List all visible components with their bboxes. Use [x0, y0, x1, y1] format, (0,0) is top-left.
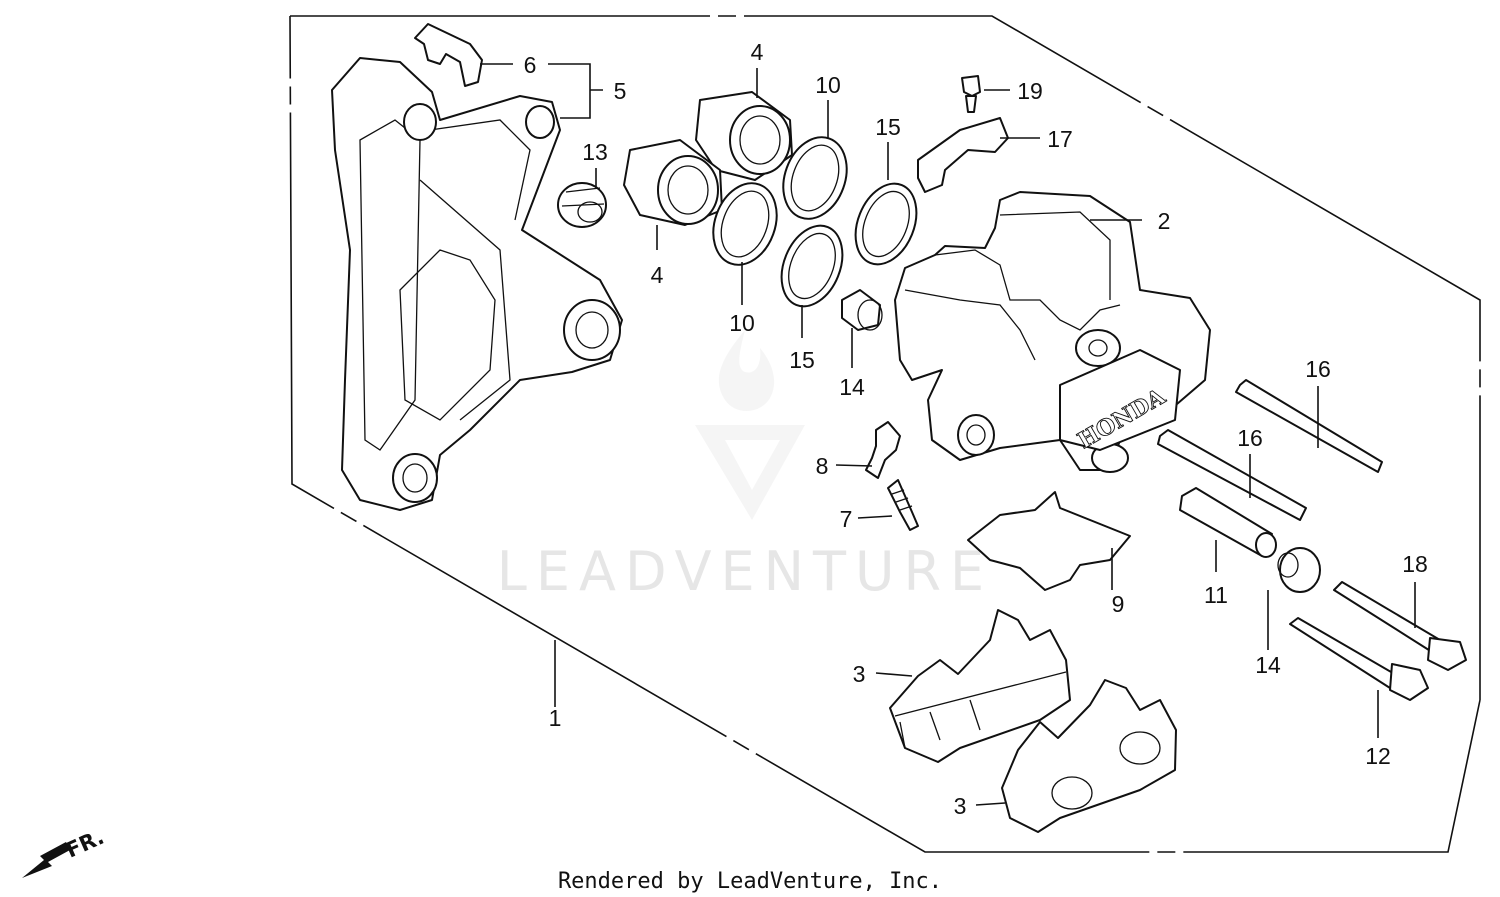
direction-arrow-icon	[22, 842, 70, 878]
callout-7: 7	[840, 506, 853, 532]
caliper-bracket	[331, 57, 623, 511]
callout-6: 6	[524, 52, 537, 78]
callout-17: 17	[1047, 126, 1073, 152]
callout-8: 8	[816, 453, 829, 479]
caliper-piston-lower	[623, 139, 723, 226]
callout-10-bottom: 10	[729, 310, 755, 336]
front-direction-indicator: FR.	[22, 825, 108, 878]
callout-12: 12	[1365, 743, 1391, 769]
callout-5: 5	[614, 78, 627, 104]
callout-1: 1	[549, 705, 562, 731]
pin-boot-lower	[1277, 547, 1321, 593]
caliper-bolt-upper	[1333, 581, 1467, 671]
bleeder-cap	[865, 421, 901, 479]
plate-bolt	[961, 75, 981, 113]
pad-spring-plate	[917, 117, 1009, 193]
pad-retainer-clip	[414, 23, 483, 87]
caliper-pin-b	[1157, 429, 1307, 521]
brake-pad-upper	[889, 609, 1071, 763]
callout-16-right: 16	[1305, 356, 1331, 382]
caliper-piston-upper	[695, 91, 793, 181]
callout-labels: 6 5 13 4 4 10 10 15 15 14 19 17 2 16 16 …	[524, 39, 1428, 819]
assembly-boundary	[289, 15, 1481, 853]
callout-18: 18	[1402, 551, 1428, 577]
piston-seal-lower	[712, 182, 778, 266]
callout-4-top: 4	[751, 39, 764, 65]
callout-14-top: 14	[839, 374, 865, 400]
callout-4-bottom: 4	[651, 262, 664, 288]
callout-19: 19	[1017, 78, 1043, 104]
pin-boot-upper	[841, 289, 883, 331]
watermark-text: LEADVENTURE	[497, 540, 993, 603]
callout-2: 2	[1158, 208, 1171, 234]
callout-15-top: 15	[875, 114, 901, 140]
brake-pad-lower	[1001, 679, 1177, 833]
caliper-body: HONDA	[894, 191, 1211, 473]
piston-seal-upper	[782, 136, 848, 220]
direction-label: FR.	[62, 825, 107, 863]
bracket-pin-boot	[557, 182, 607, 228]
callout-11: 11	[1204, 582, 1228, 608]
caliper-pin-a	[1235, 379, 1383, 473]
callout-10-top: 10	[815, 72, 841, 98]
pin-sleeve	[1179, 487, 1277, 558]
callout-14-bottom: 14	[1255, 652, 1281, 678]
leadventure-logo-icon	[695, 330, 805, 520]
watermark: LEADVENTURE	[497, 330, 993, 603]
caliper-bolt-lower	[1289, 617, 1429, 701]
bleeder-valve	[887, 479, 919, 531]
dust-seal-lower	[780, 224, 844, 308]
callout-3-bottom: 3	[954, 793, 967, 819]
callout-16-left: 16	[1237, 425, 1263, 451]
callout-3-top: 3	[853, 661, 866, 687]
pad-spring	[967, 491, 1131, 591]
callout-9: 9	[1112, 591, 1125, 617]
callout-13: 13	[582, 139, 608, 165]
render-credit: Rendered by LeadVenture, Inc.	[558, 869, 942, 894]
dust-seal-upper	[854, 182, 918, 266]
callout-15-bottom: 15	[789, 347, 815, 373]
leader-lines	[480, 63, 1416, 806]
